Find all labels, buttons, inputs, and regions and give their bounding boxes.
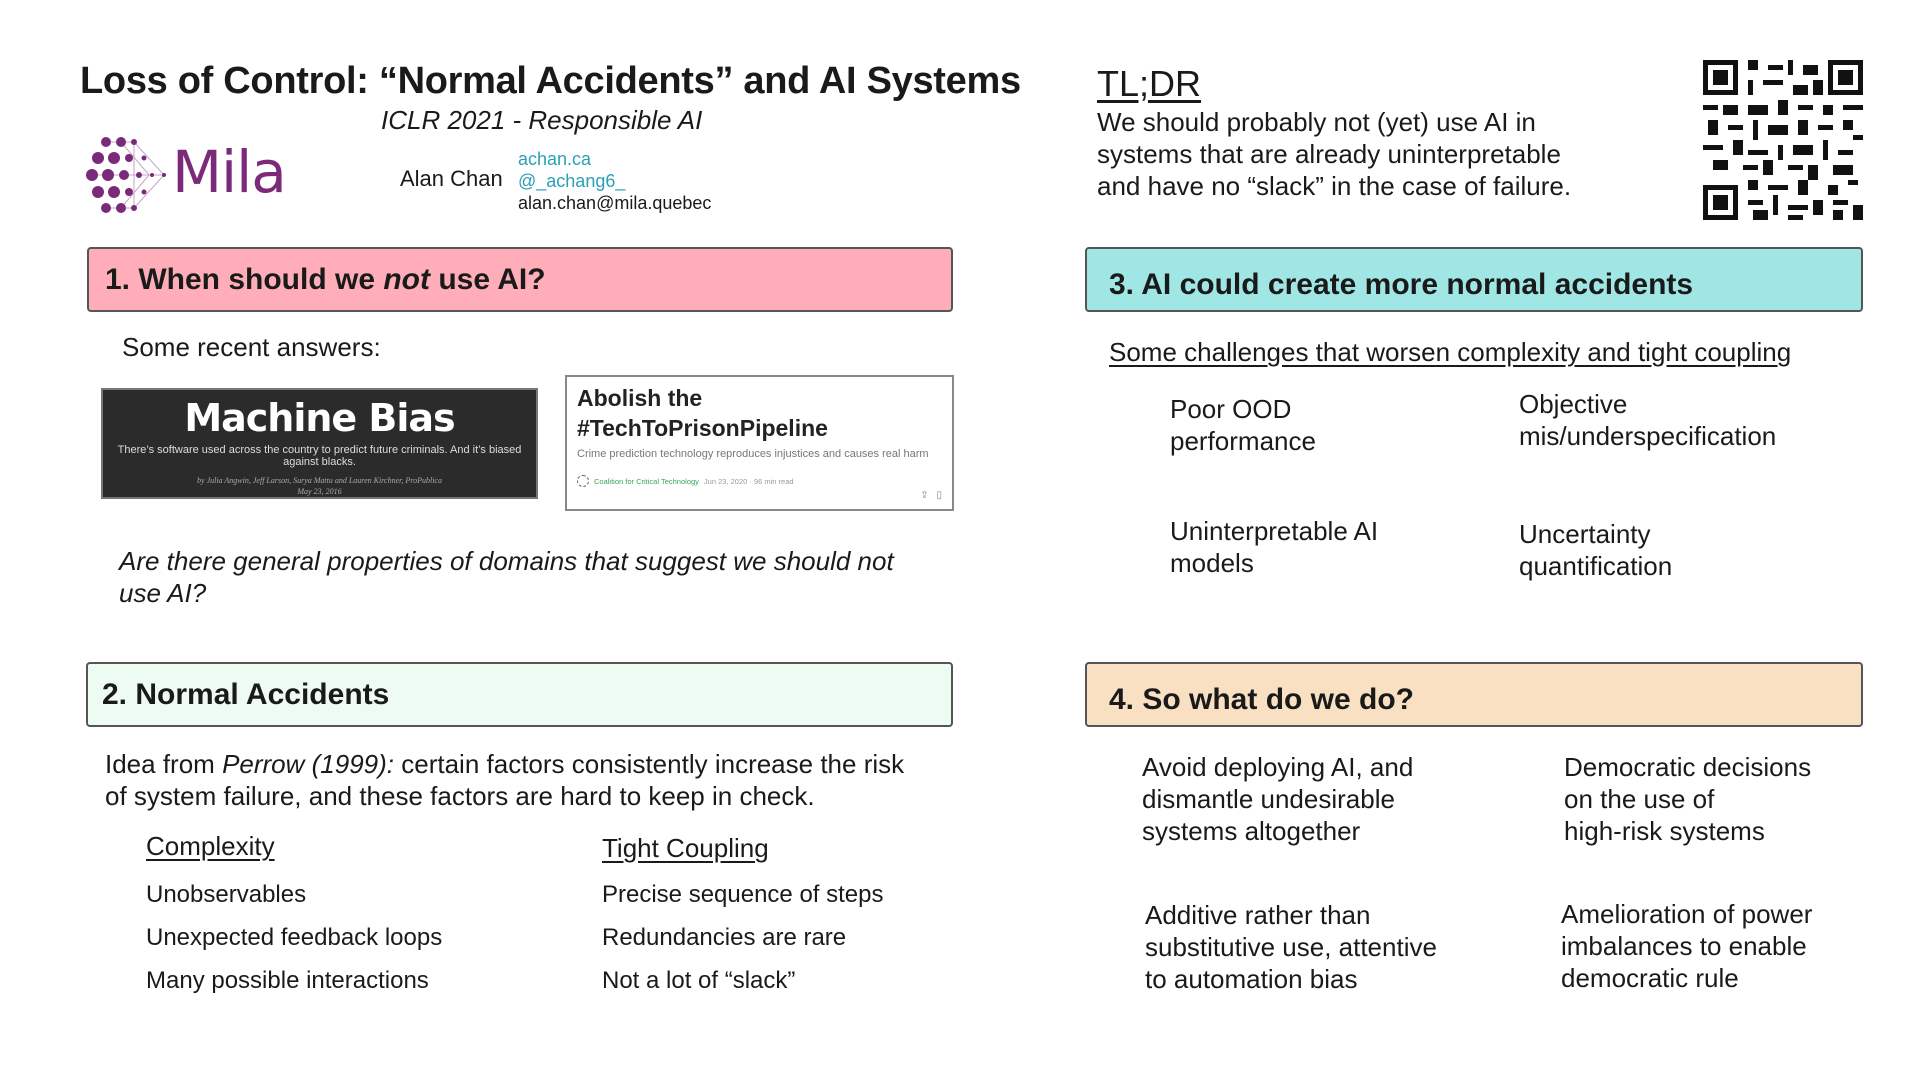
section-1-header: 1. When should we not use AI? [87, 247, 953, 312]
bookmark-icon[interactable]: ▯ [936, 490, 942, 501]
abolish-dek: Crime prediction technology reproduces i… [577, 448, 929, 460]
twitter-link[interactable]: @_achang6_ [518, 171, 626, 191]
action-item: dismantle undesirable [1142, 784, 1395, 814]
org-avatar-icon [577, 475, 589, 487]
section-3-header: 3. AI could create more normal accidents [1085, 247, 1863, 312]
abolish-article-card: Abolish the #TechToPrisonPipeline Crime … [565, 375, 954, 511]
section-2-header: 2. Normal Accidents [86, 662, 953, 727]
coupling-item: Precise sequence of steps [602, 881, 884, 908]
author-name: Alan Chan [400, 166, 503, 191]
mila-logo-icon [86, 137, 166, 213]
qr-code-icon [1703, 60, 1863, 220]
challenge-item: performance [1170, 426, 1316, 456]
coupling-item: Redundancies are rare [602, 924, 847, 951]
idea-pre: Idea from [105, 749, 223, 779]
mila-logo-text: Mila [172, 138, 287, 206]
section-4-header: 4. So what do we do? [1085, 662, 1863, 727]
section-1-intro: Some recent answers: [122, 332, 381, 362]
tldr-heading: TL;DR [1097, 63, 1202, 104]
section-1-heading-pre: 1. When should we [105, 262, 384, 296]
challenge-item: Uninterpretable AI [1170, 516, 1379, 546]
poster-title: Loss of Control: “Normal Accidents” and … [80, 60, 1021, 102]
machine-bias-article-card: Machine Bias There’s software used acros… [101, 388, 538, 499]
complexity-heading: Complexity [146, 831, 275, 861]
section-1-heading-post: use AI? [430, 262, 546, 296]
challenge-item: Objective [1519, 389, 1628, 419]
abolish-meta: Coalition for Critical Technology Jun 23… [577, 475, 942, 487]
challenge-item: models [1170, 548, 1254, 578]
section-1-question-1: Are there general properties of domains … [119, 546, 894, 576]
email-address: alan.chan@mila.quebec [518, 193, 712, 213]
action-item: substitutive use, attentive [1145, 932, 1437, 962]
machine-bias-byline: by Julia Angwin, Jeff Larson, Surya Matt… [197, 476, 442, 485]
share-icon[interactable]: ⇪ [920, 490, 929, 501]
action-item: systems altogether [1142, 816, 1361, 846]
tldr-line-2: systems that are already uninterpretable [1097, 139, 1561, 169]
idea-em: Perrow (1999): [222, 749, 395, 779]
machine-bias-date: May 23, 2016 [297, 487, 342, 496]
action-item: Democratic decisions [1564, 752, 1812, 782]
abolish-actions: ⇪ ▯ [920, 490, 942, 501]
author-links: achan.ca @_achang6_ alan.chan@mila.quebe… [518, 148, 711, 214]
machine-bias-headline: Machine Bias [184, 396, 455, 440]
tldr-line-3: and have no “slack” in the case of failu… [1097, 171, 1572, 201]
abolish-headline-1: Abolish the [577, 385, 703, 411]
challenge-item: quantification [1519, 551, 1673, 581]
machine-bias-dek: There’s software used across the country… [117, 444, 522, 468]
action-item: Additive rather than [1145, 900, 1371, 930]
abolish-headline-2: #TechToPrisonPipeline [577, 415, 828, 441]
challenge-item: Poor OOD [1170, 394, 1292, 424]
section-2-idea-2: of system failure, and these factors are… [105, 781, 815, 811]
section-1-heading-em: not [383, 262, 430, 296]
coupling-heading: Tight Coupling [602, 833, 769, 863]
action-item: on the use of [1564, 784, 1715, 814]
challenge-item: Uncertainty [1519, 519, 1651, 549]
action-item: to automation bias [1145, 964, 1358, 994]
action-item: democratic rule [1561, 963, 1739, 993]
tldr-line-1: We should probably not (yet) use AI in [1097, 107, 1536, 137]
action-item: Avoid deploying AI, and [1142, 752, 1414, 782]
complexity-item: Many possible interactions [146, 967, 429, 994]
poster-subtitle: ICLR 2021 - Responsible AI [381, 105, 703, 135]
idea-post: certain factors consistently increase th… [394, 749, 905, 779]
section-3-subheading: Some challenges that worsen complexity a… [1109, 337, 1792, 367]
challenge-item: mis/underspecification [1519, 421, 1777, 451]
abolish-org: Coalition for Critical Technology [594, 476, 699, 486]
action-item: Amelioration of power [1561, 899, 1813, 929]
section-1-question-2: use AI? [119, 578, 207, 608]
complexity-item: Unexpected feedback loops [146, 924, 443, 951]
action-item: high-risk systems [1564, 816, 1765, 846]
complexity-item: Unobservables [146, 881, 307, 908]
coupling-item: Not a lot of “slack” [602, 967, 796, 994]
website-link[interactable]: achan.ca [518, 149, 592, 169]
abolish-date: Jun 23, 2020 · 96 min read [703, 476, 794, 486]
section-2-idea-1: Idea from Perrow (1999): certain factors… [105, 748, 904, 780]
action-item: imbalances to enable [1561, 931, 1807, 961]
